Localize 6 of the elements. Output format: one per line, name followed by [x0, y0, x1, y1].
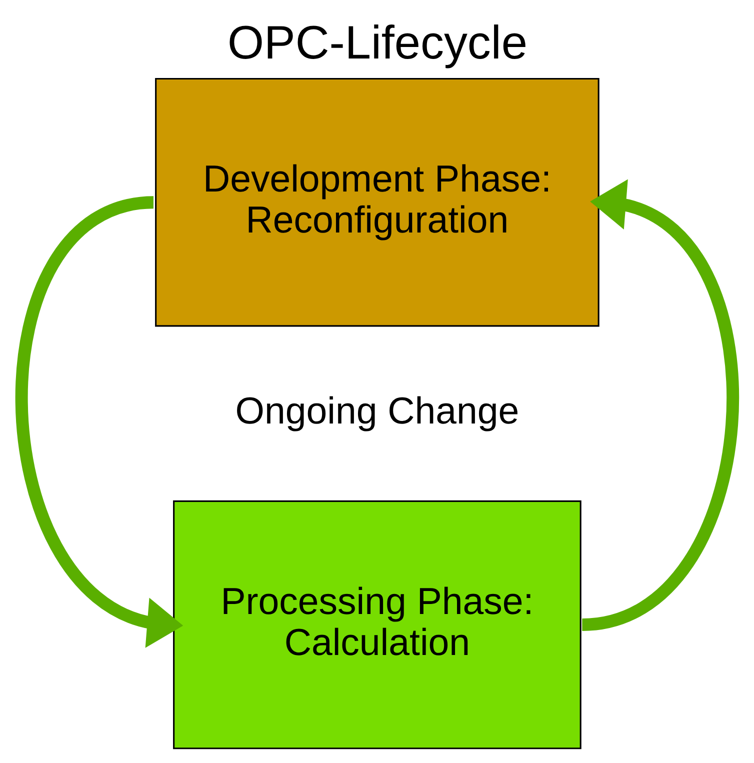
label: Ongoing Change — [234, 389, 519, 432]
arrow — [580, 179, 738, 631]
node-box: Processing Phase: Calculation — [172, 500, 581, 750]
diagram-title: OPC-Lifecycle — [227, 16, 527, 68]
node-box: Development Phase: Reconfiguration — [154, 78, 599, 327]
arrow — [15, 196, 183, 648]
